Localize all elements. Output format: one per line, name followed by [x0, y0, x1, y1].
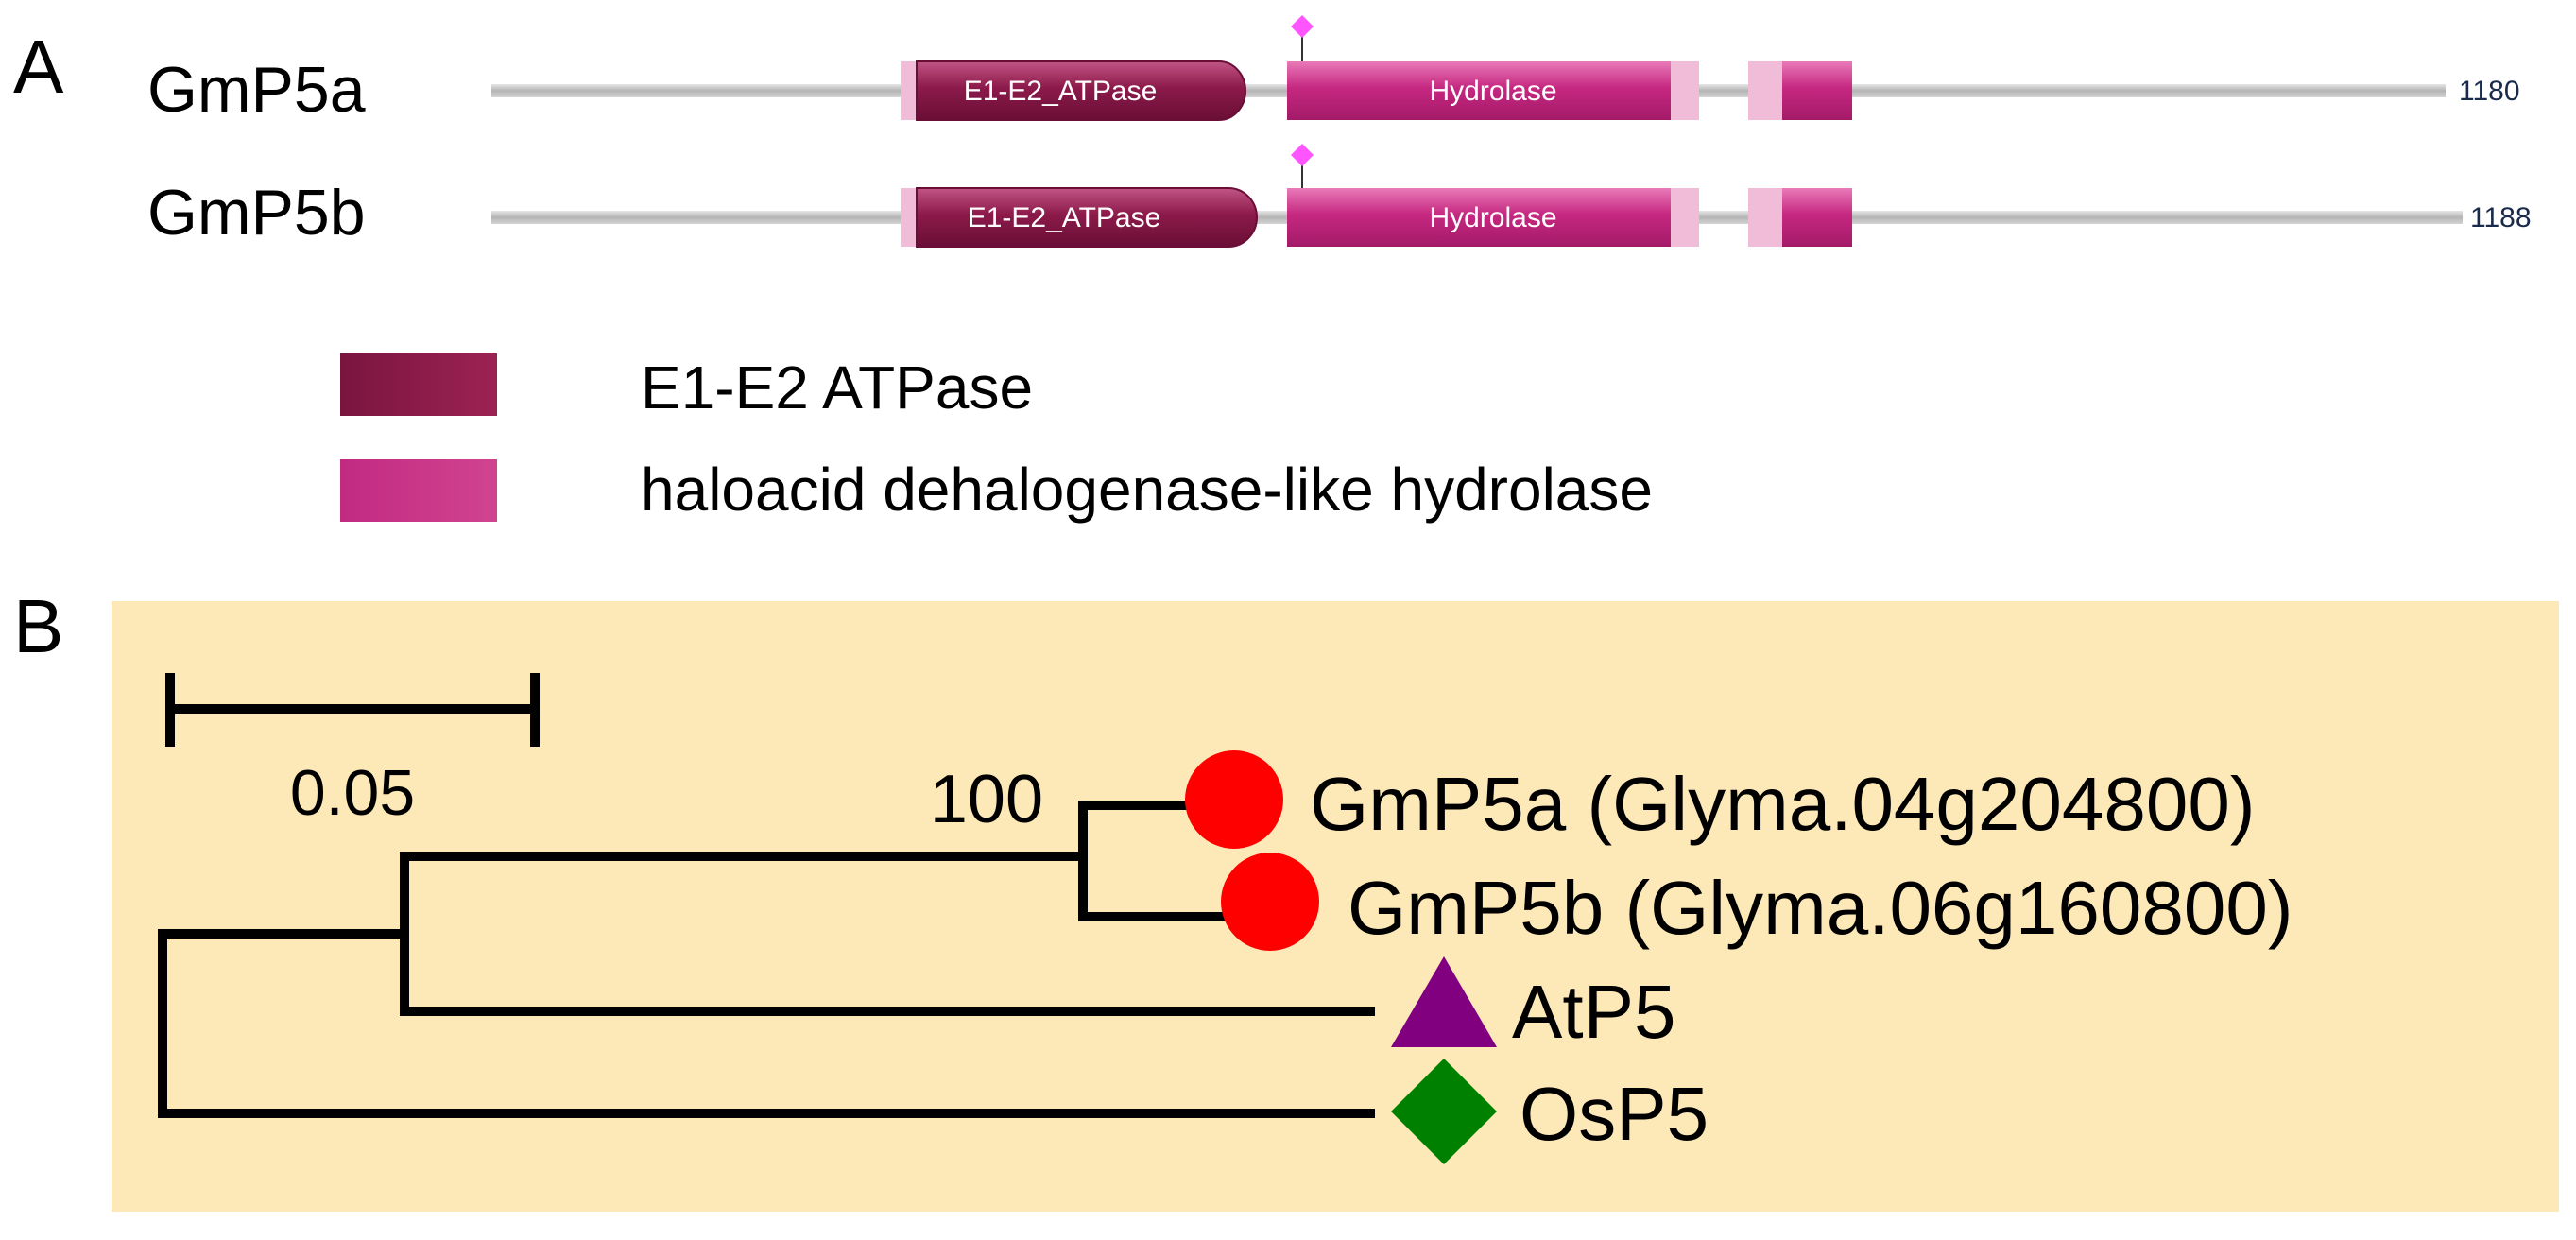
scale-bar: 0.05	[165, 673, 540, 829]
legend-swatch-hydrolase	[340, 459, 497, 522]
legend-label-hydrolase: haloacid dehalogenase-like hydrolase	[641, 456, 1653, 524]
panel-b-label: B	[13, 584, 63, 668]
circle-icon	[1221, 852, 1319, 951]
panel-a-label: A	[13, 25, 64, 109]
diamond-icon	[1391, 1059, 1497, 1164]
scale-bar-label: 0.05	[290, 757, 415, 829]
hydrolase-domain	[1287, 61, 1671, 120]
bootstrap-value: 100	[930, 762, 1043, 837]
hydrolase-fragment-start-cap	[1748, 188, 1782, 247]
protein-length: 1188	[2470, 202, 2532, 233]
phylogenetic-tree	[158, 801, 1375, 1118]
taxon-atp5: AtP5	[1391, 956, 1675, 1054]
legend-swatch-atpase	[340, 353, 497, 416]
atpase-domain-label: E1-E2_ATPase	[964, 76, 1158, 107]
hydrolase-domain-label: Hydrolase	[1429, 202, 1556, 233]
hydrolase-domain	[1287, 188, 1671, 247]
taxon-label: OsP5	[1520, 1072, 1709, 1156]
hydrolase-domain-label: Hydrolase	[1429, 76, 1556, 107]
protein-name: GmP5a	[147, 54, 366, 126]
triangle-icon	[1391, 956, 1497, 1047]
taxon-osp5: OsP5	[1391, 1059, 1709, 1164]
hydrolase-fragment-start-cap	[1748, 61, 1782, 120]
site-marker-icon	[1291, 144, 1314, 166]
atpase-domain-label: E1-E2_ATPase	[968, 202, 1161, 233]
protein-length: 1180	[2459, 76, 2520, 107]
protein-row-gmp5a: GmP5a E1-E2_ATPase Hydrolase 1180	[147, 15, 2520, 126]
taxon-gmp5b: GmP5b (Glyma.06g160800)	[1221, 852, 2293, 951]
taxon-label: AtP5	[1512, 970, 1675, 1054]
hydrolase-fragment	[1782, 188, 1852, 247]
circle-icon	[1185, 750, 1283, 849]
site-marker-icon	[1291, 15, 1314, 38]
legend-label-atpase: E1-E2 ATPase	[641, 353, 1033, 422]
taxon-label: GmP5a (Glyma.04g204800)	[1310, 762, 2256, 846]
hydrolase-domain-end-cap	[1671, 188, 1699, 247]
taxon-gmp5a: GmP5a (Glyma.04g204800)	[1185, 750, 2256, 849]
protein-row-gmp5b: GmP5b E1-E2_ATPase Hydrolase 1188	[147, 144, 2532, 249]
atpase-domain	[916, 60, 1246, 121]
atpase-domain	[916, 187, 1258, 248]
taxon-label: GmP5b (Glyma.06g160800)	[1348, 866, 2293, 950]
hydrolase-domain-end-cap	[1671, 61, 1699, 120]
protein-name: GmP5b	[147, 177, 366, 249]
hydrolase-fragment	[1782, 61, 1852, 120]
domain-legend: E1-E2 ATPase haloacid dehalogenase-like …	[340, 353, 1653, 524]
